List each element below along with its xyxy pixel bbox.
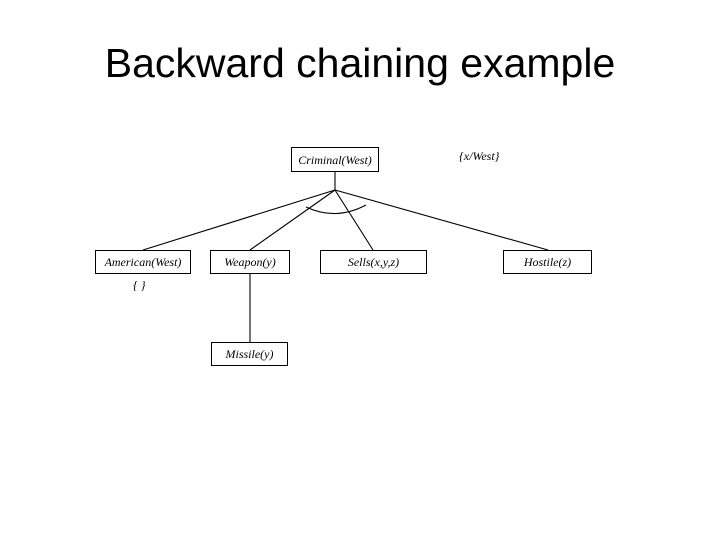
edge-criminal-sells — [334, 189, 374, 251]
page-title: Backward chaining example — [104, 40, 616, 86]
node-criminal-west[interactable]: Criminal(West) — [291, 147, 379, 172]
node-weapon-y[interactable]: Weapon(y) — [210, 250, 290, 274]
node-missile-y[interactable]: Missile(y) — [211, 342, 288, 366]
node-sells-xyz[interactable]: Sells(x,y,z) — [320, 250, 427, 274]
node-hostile-z[interactable]: Hostile(z) — [503, 250, 592, 274]
edge-criminal-hostile — [334, 189, 549, 251]
substitution-label-x-west: {x/West} — [459, 149, 500, 163]
node-american-west[interactable]: American(West) — [95, 250, 191, 274]
edge-criminal-american — [142, 189, 336, 251]
substitution-label-empty: { } — [133, 278, 146, 292]
and-conjunction-arc — [305, 204, 367, 215]
edge-criminal-weapon — [249, 189, 336, 251]
